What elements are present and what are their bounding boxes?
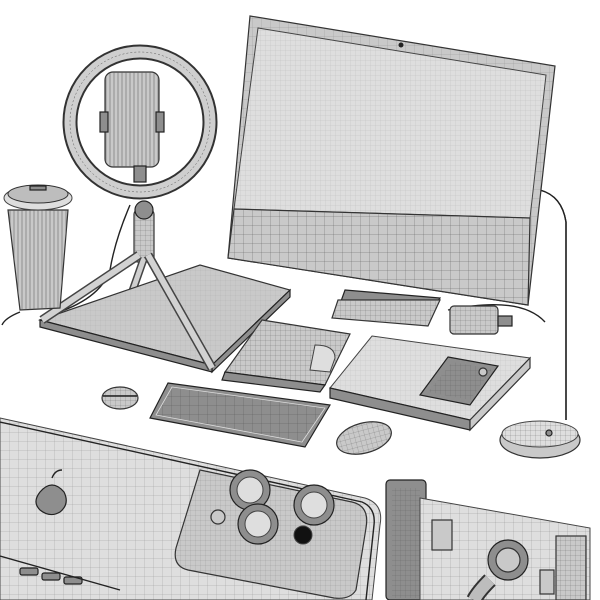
earbuds-case xyxy=(101,386,139,410)
smartphone xyxy=(418,356,500,406)
coffee-cup xyxy=(1,184,73,326)
wallet xyxy=(221,319,351,393)
keyboard xyxy=(149,382,331,448)
clamp-mount-closeup xyxy=(385,479,591,600)
mouse xyxy=(336,421,392,455)
tripod-legs xyxy=(39,251,216,371)
phone-holder xyxy=(99,71,165,183)
power-adapter xyxy=(447,303,546,335)
notebook xyxy=(37,264,292,374)
book xyxy=(329,335,532,432)
phone-back-closeup xyxy=(0,417,382,600)
monitor xyxy=(227,15,556,327)
ring-light xyxy=(62,44,218,200)
